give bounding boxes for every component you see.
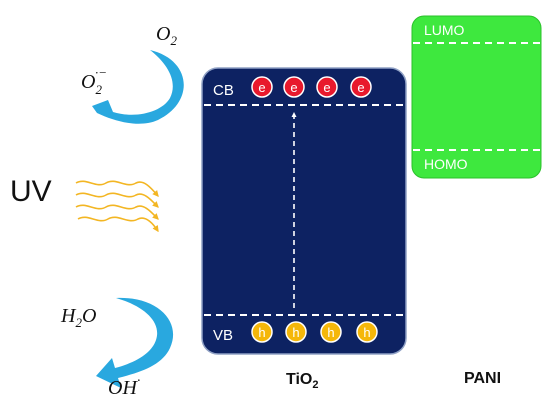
tio2-name: TiO2 — [286, 371, 319, 391]
vb-label: VB — [213, 327, 233, 344]
hydroxyl-label: OH· — [108, 374, 140, 399]
oxidation-curved-arrow — [96, 297, 174, 388]
water-label: H2O — [60, 305, 96, 330]
tio2-band-block — [201, 67, 407, 355]
pani-band-block — [411, 15, 542, 179]
superoxide-label: O2·− — [81, 65, 107, 97]
svg-text:h: h — [258, 325, 265, 340]
lumo-label: LUMO — [424, 22, 465, 38]
pani-name: PANI — [464, 370, 501, 387]
svg-text:e: e — [323, 80, 330, 95]
svg-text:e: e — [258, 80, 265, 95]
reduction-curved-arrow — [92, 50, 184, 124]
electron: e — [316, 76, 338, 98]
svg-text:e: e — [357, 80, 364, 95]
electron: e — [251, 76, 273, 98]
cb-label: CB — [213, 82, 234, 99]
svg-text:h: h — [292, 325, 299, 340]
homo-label: HOMO — [424, 156, 468, 172]
o2-label: O2 — [156, 23, 177, 48]
hole: h — [251, 321, 273, 343]
svg-text:e: e — [290, 80, 297, 95]
hole: h — [285, 321, 307, 343]
electrons-row: e e e e — [251, 76, 372, 98]
holes-row: h h h h — [251, 321, 378, 343]
uv-label: UV — [10, 175, 52, 208]
uv-light-waves — [75, 180, 159, 233]
electron: e — [283, 76, 305, 98]
hole: h — [356, 321, 378, 343]
svg-text:h: h — [363, 325, 370, 340]
svg-text:h: h — [327, 325, 334, 340]
hole: h — [320, 321, 342, 343]
electron: e — [350, 76, 372, 98]
